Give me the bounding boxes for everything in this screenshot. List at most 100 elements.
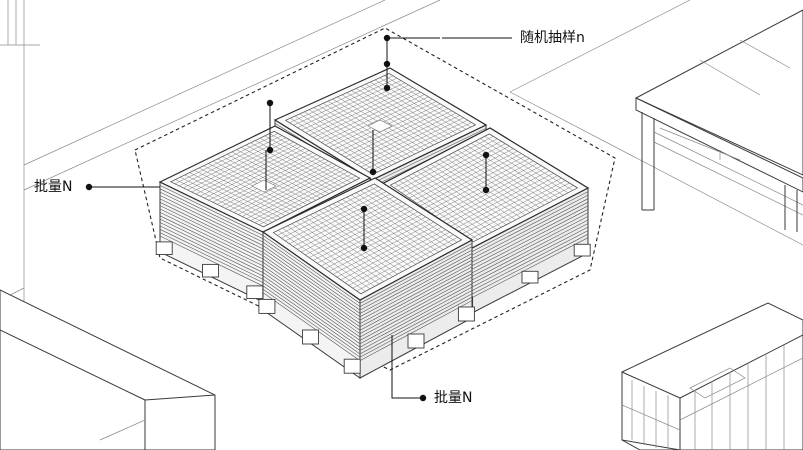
stack-layer-line bbox=[262, 288, 473, 358]
batch-bottom-dot bbox=[419, 394, 427, 402]
tray-grid-line bbox=[351, 90, 439, 144]
tray-grid-line bbox=[250, 171, 349, 221]
work-table bbox=[634, 9, 803, 232]
tray-grid-line bbox=[351, 194, 439, 253]
tray-grid-line bbox=[332, 221, 434, 275]
stack-layer-line bbox=[262, 245, 473, 314]
tray-grid-line bbox=[320, 214, 422, 267]
tray-grid-line bbox=[457, 177, 562, 232]
tray-grid-line bbox=[444, 157, 531, 213]
tray-grid-line bbox=[225, 158, 325, 209]
sample-dot bbox=[383, 34, 391, 42]
tray-grid-line bbox=[484, 136, 573, 191]
tray-grid-line bbox=[336, 224, 438, 278]
tray-grid-line bbox=[216, 154, 318, 205]
tray-grid-line bbox=[360, 86, 448, 139]
tray-grid-line bbox=[340, 226, 442, 281]
stack-layer-line bbox=[262, 235, 473, 304]
stack-layer-line bbox=[262, 282, 473, 351]
tray-inner-border bbox=[169, 130, 361, 228]
tray-grid-line bbox=[229, 160, 329, 211]
tray-grid-line bbox=[364, 119, 468, 170]
batch-boundary bbox=[134, 27, 616, 371]
pallet-stack bbox=[258, 177, 475, 379]
tray-grid-line bbox=[231, 151, 321, 199]
tray-grid-line bbox=[245, 144, 334, 192]
tray-grid-line bbox=[264, 135, 352, 183]
tray-grid-line bbox=[352, 234, 454, 289]
tray-tag bbox=[251, 179, 277, 193]
tray-grid-line bbox=[450, 172, 554, 227]
tray-grid-line bbox=[356, 115, 460, 165]
sample-dot bbox=[482, 151, 490, 159]
stack-layer-line bbox=[262, 268, 473, 338]
tray-grid-line bbox=[242, 167, 341, 217]
stack-layer-line bbox=[262, 272, 473, 341]
tray-grid-line bbox=[269, 133, 356, 181]
tray-grid-line bbox=[236, 149, 325, 197]
tray-grid-line bbox=[364, 188, 453, 245]
tray-grid-line bbox=[346, 197, 435, 255]
tray-grid-line bbox=[332, 203, 421, 263]
tray-grid-line bbox=[316, 211, 419, 264]
tray-grid-line bbox=[446, 170, 550, 225]
tray-grid-line bbox=[453, 152, 540, 208]
stack-layer-line bbox=[262, 275, 473, 345]
tray-grid-line bbox=[348, 231, 450, 286]
tray-grid-line bbox=[341, 105, 445, 155]
pallet-foot bbox=[407, 333, 425, 349]
stack-layer-line bbox=[262, 248, 473, 318]
sample-dot bbox=[369, 168, 377, 176]
tray-grid-line bbox=[233, 163, 333, 213]
tray-grid-line bbox=[352, 112, 456, 163]
stack-top-face bbox=[158, 125, 372, 233]
sample-dot bbox=[266, 146, 274, 154]
sample-dot bbox=[360, 205, 368, 213]
pallet-foot bbox=[246, 285, 264, 299]
tray-grid-line bbox=[250, 142, 338, 190]
tray-grid-line bbox=[221, 156, 321, 207]
pallet-foot bbox=[521, 270, 539, 284]
tray-grid-line bbox=[344, 229, 446, 283]
tray-grid-line bbox=[348, 110, 453, 160]
tray-grid-line bbox=[356, 88, 443, 141]
tray-grid-line bbox=[469, 185, 574, 240]
storage-crate bbox=[621, 302, 803, 450]
tray-inner-border bbox=[284, 73, 477, 175]
tray-grid-line bbox=[246, 169, 345, 219]
tray-grid-line bbox=[355, 192, 444, 250]
pallet-foot bbox=[302, 329, 319, 345]
tray-grid-line bbox=[454, 175, 558, 230]
tray-grid-line bbox=[259, 175, 356, 225]
stack-layer-line bbox=[262, 251, 473, 321]
tray-grid-line bbox=[346, 92, 434, 146]
tray-grid-line bbox=[360, 117, 464, 168]
tray-grid-line bbox=[475, 140, 564, 196]
stack-layer-line bbox=[262, 258, 473, 328]
sample-dot bbox=[383, 84, 391, 92]
tray-inner-border bbox=[272, 183, 463, 295]
tray-grid-line bbox=[370, 81, 457, 135]
tray-grid-line bbox=[345, 108, 449, 158]
stack-layer-line bbox=[262, 265, 473, 335]
tray-grid-line bbox=[462, 147, 550, 203]
pallet-foot bbox=[457, 306, 475, 322]
tray-grid-line bbox=[337, 201, 426, 260]
stack-layer-line bbox=[262, 241, 473, 311]
tray-grid-line bbox=[259, 138, 347, 185]
pallet-foot bbox=[343, 358, 361, 374]
tray-grid-line bbox=[431, 160, 534, 214]
sample-points bbox=[266, 34, 490, 252]
pallet-stacks bbox=[155, 67, 591, 379]
tray-grid-line bbox=[379, 77, 467, 130]
tray-grid-line bbox=[324, 216, 426, 269]
stack-top-face bbox=[261, 177, 474, 301]
pallet-foot bbox=[573, 243, 591, 257]
sample-dot bbox=[360, 244, 368, 252]
tray-grid-line bbox=[342, 199, 430, 258]
tray-grid-line bbox=[360, 190, 448, 248]
tray-grid-line bbox=[457, 150, 545, 206]
tray-grid-line bbox=[241, 147, 330, 194]
